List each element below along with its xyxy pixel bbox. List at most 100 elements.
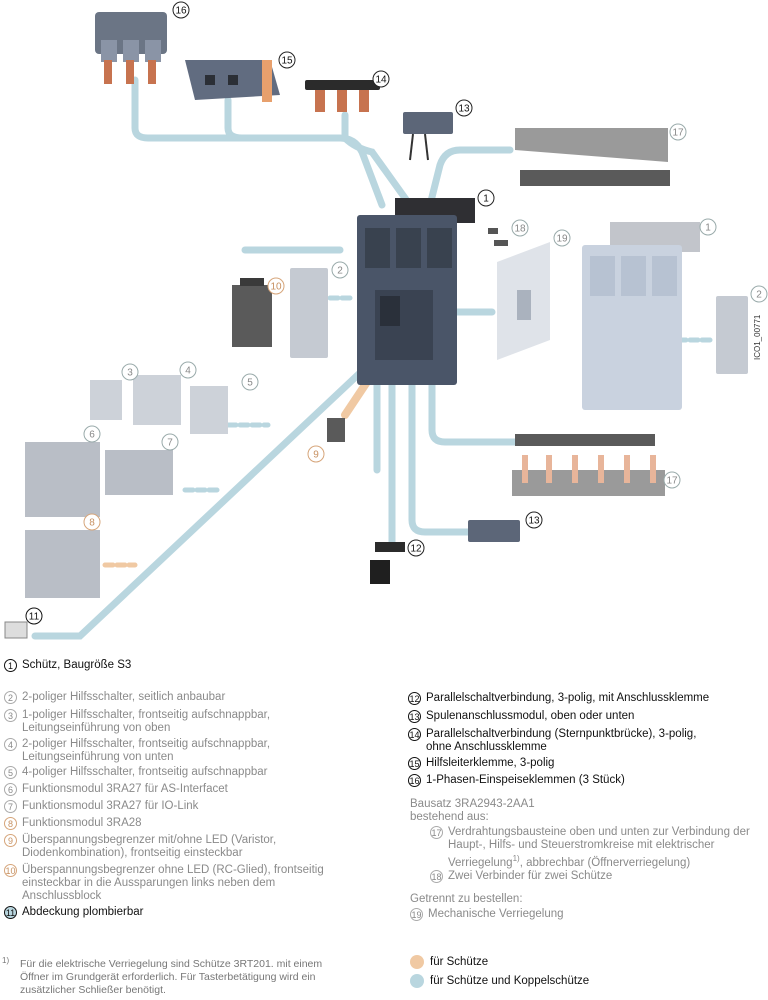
callout-7: 7: [161, 433, 179, 451]
svg-text:19: 19: [556, 234, 568, 245]
legend-number-12: 12: [408, 692, 421, 705]
callout-15: 15: [278, 51, 296, 69]
svg-text:18: 18: [514, 224, 526, 235]
legend-text-17: Verdrahtungsbausteine oben und unten zur…: [448, 826, 755, 870]
legend-number-16: 16: [408, 774, 421, 787]
callout-8: 8: [83, 513, 101, 531]
legend-item-14: 14 Parallelschaltverbindung (Sternpunktb…: [408, 728, 723, 754]
legend-item-18: 18 Zwei Verbinder für zwei Schütze: [430, 870, 755, 883]
svg-text:10: 10: [270, 282, 282, 293]
svg-text:6: 6: [89, 430, 95, 441]
legend-text-11: Abdeckung plombierbar: [22, 906, 144, 918]
callout-2: 2: [750, 285, 768, 303]
star-bridge-14: [305, 80, 380, 112]
connector-line-17-top: [426, 146, 514, 209]
legend-item-19: 19 Mechanische Verriegelung: [410, 908, 750, 921]
callout-2: 2: [331, 261, 349, 279]
legend-text-5: 4-poliger Hilfsschalter, frontseitig auf…: [22, 766, 268, 778]
color-key-orange-label: für Schütze: [430, 956, 489, 968]
callout-18: 18: [511, 219, 529, 237]
svg-text:11: 11: [29, 612, 40, 623]
legend-number-19: 19: [410, 908, 423, 921]
svg-text:2: 2: [337, 266, 343, 277]
svg-text:8: 8: [89, 518, 95, 529]
function-modules-6-7-8: [25, 442, 173, 598]
svg-text:3: 3: [127, 368, 133, 379]
legend-number-1: 1: [4, 659, 17, 672]
callout-9: 9: [307, 445, 325, 463]
aux-terminal-15: [185, 60, 280, 102]
legend-number-17: 17: [430, 826, 443, 839]
svg-text:13: 13: [458, 104, 470, 115]
legend-number-14: 14: [408, 728, 421, 741]
aux-switch-2-side: [290, 268, 328, 358]
color-key-blue-label: für Schütze und Koppelschütze: [430, 975, 590, 987]
color-key-orange-swatch: [410, 955, 424, 969]
svg-text:9: 9: [313, 450, 319, 461]
legend-number-2: 2: [4, 691, 17, 704]
legend-item-13: 13 Spulenanschlussmodul, oben oder unten: [408, 710, 768, 723]
connector-line-11: [31, 336, 399, 640]
legend-item-6: 6 Funktionsmodul 3RA27 für AS-Interfacet: [4, 783, 384, 796]
legend-number-15: 15: [408, 757, 421, 770]
legend-text-7: Funktionsmodul 3RA27 für IO-Link: [22, 800, 199, 812]
legend-item-12: 12 Parallelschaltverbindung, 3-polig, mi…: [408, 692, 768, 705]
legend-item-16: 16 1-Phasen-Einspeiseklemmen (3 Stück): [408, 774, 768, 787]
svg-text:12: 12: [410, 544, 422, 555]
callout-13: 13: [455, 99, 473, 117]
legend-text-1: Schütz, Baugröße S3: [22, 659, 132, 671]
legend-text-17-main: Verdrahtungsbausteine oben und unten zur…: [448, 826, 750, 869]
svg-text:15: 15: [281, 56, 293, 67]
legend-item-3: 3 1-poliger Hilfsschalter, frontseitig a…: [4, 709, 314, 735]
legend-text-18: Zwei Verbinder für zwei Schütze: [448, 870, 613, 882]
callout-6: 6: [83, 425, 101, 443]
legend-number-18: 18: [430, 870, 443, 883]
legend-text-9: Überspannungsbegrenzer mit/ohne LED (Var…: [22, 834, 277, 859]
legend-item-4: 4 2-poliger Hilfsschalter, frontseitig a…: [4, 738, 314, 764]
legend-text-6: Funktionsmodul 3RA27 für AS-Interfacet: [22, 783, 228, 795]
legend-number-5: 5: [4, 766, 17, 779]
legend-item-5: 5 4-poliger Hilfsschalter, frontseitig a…: [4, 766, 384, 779]
svg-text:5: 5: [247, 378, 253, 389]
legend-item-17: 17 Verdrahtungsbausteine oben und unten …: [430, 826, 755, 870]
legend-item-9: 9 Überspannungsbegrenzer mit/ohne LED (V…: [4, 834, 314, 860]
legend-text-14: Parallelschaltverbindung (Sternpunktbrüc…: [426, 728, 697, 753]
legend-number-13: 13: [408, 710, 421, 723]
connector-line-15: [224, 96, 246, 142]
mech-interlock-19: [497, 242, 550, 360]
legend-text-8: Funktionsmodul 3RA28: [22, 817, 142, 829]
legend-text-17-after: , abbrechbar (Öffnerverriegelung): [519, 856, 691, 869]
callout-12: 12: [407, 539, 425, 557]
callout-1: 1: [477, 189, 495, 207]
aux-switch-2-right: [716, 296, 748, 374]
legend-number-10: 10: [4, 864, 17, 877]
legend-number-9: 9: [4, 834, 17, 847]
callout-11: 11: [25, 607, 43, 625]
wiring-block-17-top: [515, 128, 670, 186]
surge-suppressor-9: [327, 418, 345, 442]
legend-number-11: 11: [4, 906, 17, 919]
legend-number-4: 4: [4, 738, 17, 751]
svg-text:4: 4: [185, 366, 191, 377]
callout-19: 19: [553, 229, 571, 247]
legend-item-8: 8 Funktionsmodul 3RA28: [4, 817, 384, 830]
legend-text-4: 2-poliger Hilfsschalter, frontseitig auf…: [22, 738, 271, 763]
coil-module-13-bottom: [468, 520, 520, 542]
legend-text-16: 1-Phasen-Einspeiseklemmen (3 Stück): [426, 774, 625, 786]
svg-text:1: 1: [705, 223, 711, 234]
callout-3: 3: [121, 363, 139, 381]
callout-10: 10: [267, 277, 285, 295]
side-code-label: ICO1_00771: [753, 314, 762, 360]
legend-text-17-footnote-mark: 1): [512, 854, 520, 863]
aux-switches-3-4-5: [90, 375, 228, 434]
wiring-block-17-bottom: [512, 434, 665, 496]
svg-text:7: 7: [167, 438, 173, 449]
legend-item-15: 15 Hilfsleiterklemme, 3-polig: [408, 757, 768, 770]
legend-number-8: 8: [4, 817, 17, 830]
callout-1: 1: [699, 218, 717, 236]
connectors-18: [488, 228, 508, 246]
legend-item-10: 10 Überspannungsbegrenzer ohne LED (RC-G…: [4, 864, 334, 903]
callout-4: 4: [179, 361, 197, 379]
contactor-ghost: [582, 222, 700, 410]
